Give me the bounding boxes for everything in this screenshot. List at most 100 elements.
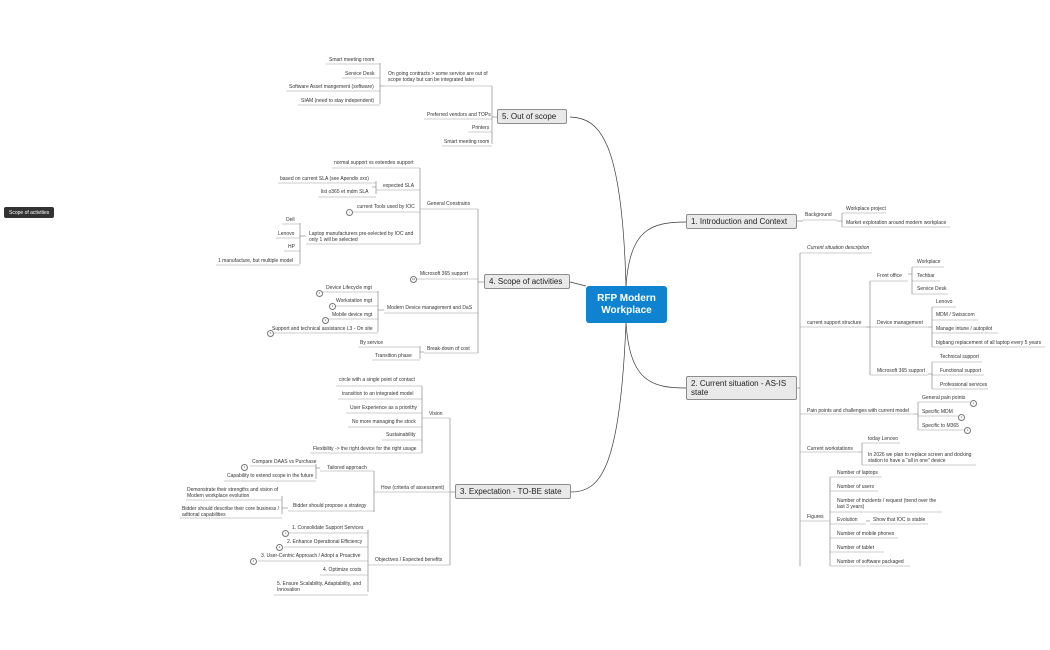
collapse-badge-pp-mdm[interactable]: 1 [958, 414, 965, 421]
subtopic-o1[interactable]: 1. Consolidate Support Services [292, 525, 364, 531]
subtopic-sam[interactable]: Software Asset mangement (software) [289, 84, 374, 90]
topic-expectation[interactable]: 3. Expectation - TO-BE state [455, 484, 571, 499]
subtopic-preferred-vendors[interactable]: Preferred vendors and TOPs [427, 112, 491, 118]
subtopic-v6[interactable]: Flexibility -> the right device for the … [313, 446, 417, 452]
subtopic-current-description[interactable]: Current situation description [807, 245, 870, 251]
subtopic-fig-incidents[interactable]: Number of incidents / request (trend ove… [837, 498, 937, 510]
topic-current-situation[interactable]: 2. Current situation - AS-IS state [686, 376, 797, 400]
collapse-badge-o1[interactable]: 1 [282, 530, 289, 537]
collapse-badge-mobile[interactable]: 2 [322, 317, 329, 324]
subtopic-support-structure[interactable]: current support structure [807, 320, 862, 326]
subtopic-fig-evolution[interactable]: Evolution [837, 517, 858, 523]
subtopic-figures[interactable]: Figures [807, 514, 824, 520]
collapse-badge-o2[interactable]: 2 [276, 544, 283, 551]
subtopic-fig-mobile[interactable]: Number of mobile phones [837, 531, 895, 537]
subtopic-pp-m365[interactable]: Specific to M365 [922, 423, 959, 429]
subtopic-workstation-mgt[interactable]: Workstation mgt [336, 298, 373, 304]
subtopic-v1[interactable]: circle with a single point of contact [339, 377, 415, 383]
subtopic-fo-workplace[interactable]: Workplace [917, 259, 941, 265]
collapse-badge-compare[interactable]: 1 [241, 464, 248, 471]
subtopic-o4[interactable]: 4. Optimize costs [323, 567, 362, 573]
subtopic-tailored[interactable]: Tailored approach [327, 465, 367, 471]
subtopic-v5[interactable]: Sustainability [386, 432, 416, 438]
collapse-badge-pp-m365[interactable]: 1 [964, 427, 971, 434]
subtopic-service-desk-out[interactable]: Service Desk [345, 71, 375, 77]
subtopic-v3[interactable]: User Experience as a priorithy [350, 405, 417, 411]
subtopic-ms365-scope[interactable]: Microsoft 365 support [420, 271, 469, 277]
subtopic-fig-users[interactable]: Number of users [837, 484, 874, 490]
subtopic-ms-functional[interactable]: Functional support [940, 368, 982, 374]
subtopic-hp[interactable]: HP [288, 244, 295, 250]
collapse-badge-ms365[interactable]: 10 [410, 276, 417, 283]
subtopic-tools[interactable]: current Tools used by IOC [357, 204, 415, 210]
subtopic-o3[interactable]: 3. User-Centric Approach / Adopt a Proac… [261, 553, 361, 559]
subtopic-pp-mdm[interactable]: Specific MDM [922, 409, 953, 415]
subtopic-device-management[interactable]: Device management [877, 320, 923, 326]
central-topic[interactable]: RFP Modern Workplace [586, 286, 667, 323]
subtopic-ongoing-contracts[interactable]: On going contracts > some service are ou… [388, 71, 488, 83]
subtopic-capability[interactable]: Capability to extend scope in the future [227, 473, 314, 479]
subtopic-lifecycle[interactable]: Device Lifecycle mgt [326, 285, 372, 291]
subtopic-market-exploration[interactable]: Market exploration around modern workpla… [846, 220, 947, 226]
subtopic-smart-room[interactable]: Smart meeting room [329, 57, 375, 63]
subtopic-o2[interactable]: 2. Enhance Operational Efficiency [287, 539, 363, 545]
subtopic-siam[interactable]: SIAM (need to stay independent) [301, 98, 375, 104]
subtopic-v4[interactable]: No more managing the stock [352, 419, 416, 425]
subtopic-sla-based[interactable]: based on current SLA (see Apendix xxx) [280, 176, 369, 182]
subtopic-demonstrate[interactable]: Demonstrate their strengths and vision o… [187, 487, 279, 499]
collapse-badge-support-l3[interactable]: 3 [267, 330, 274, 337]
subtopic-fig-tablet[interactable]: Number of tablet [837, 545, 874, 551]
subtopic-support-l3[interactable]: Support and technical assistance L3 - On… [272, 326, 373, 332]
subtopic-transition[interactable]: Transition phase [375, 353, 412, 359]
collapse-badge-workstation[interactable]: 1 [329, 303, 336, 310]
subtopic-ws-2026[interactable]: In 2026 we plan to replace screen and do… [868, 452, 972, 464]
subtopic-expected-sla[interactable]: expected SLA [383, 183, 415, 189]
collapse-badge-pp-general[interactable]: 1 [970, 400, 977, 407]
subtopic-dm-lenovo[interactable]: Lenovo [936, 299, 953, 305]
subtopic-v2[interactable]: transition to an integrated model [342, 391, 414, 397]
subtopic-fig-software[interactable]: Number of software packaged [837, 559, 904, 565]
subtopic-ms-technical[interactable]: Technical support [940, 354, 979, 360]
subtopic-dell[interactable]: Dell [286, 217, 295, 223]
subtopic-dm-mdm[interactable]: MDM / Swisscom [936, 312, 975, 318]
subtopic-printers[interactable]: Printers [472, 125, 490, 131]
subtopic-fo-techbar[interactable]: Techbar [917, 273, 935, 279]
subtopic-sla-o365[interactable]: list o365 et mdm SLA [321, 189, 369, 195]
subtopic-vision[interactable]: Vision [429, 411, 443, 417]
subtopic-normal-support[interactable]: normal support vs extendes support [334, 160, 414, 166]
subtopic-smart-room-2[interactable]: Smart meeting room [444, 139, 490, 145]
subtopic-fig-evolution-note[interactable]: Show that IOC is stable [873, 517, 926, 523]
subtopic-workplace-project[interactable]: Workplace project [846, 206, 886, 212]
subtopic-ms365-support[interactable]: Microsoft 365 support [877, 368, 926, 374]
subtopic-fo-service-desk[interactable]: Service Desk [917, 286, 947, 292]
topic-out-of-scope[interactable]: 5. Out of scope [497, 109, 567, 124]
subtopic-breakdown[interactable]: Break-down of cost [427, 346, 470, 352]
collapse-badge-lifecycle[interactable]: 2 [316, 290, 323, 297]
subtopic-compare[interactable]: Compare DAAS vs Purchase [252, 459, 317, 465]
subtopic-objectives[interactable]: Objectives / Expected benefits [375, 557, 443, 563]
subtopic-by-service[interactable]: By service [360, 340, 384, 346]
subtopic-general-constrains[interactable]: General Constrains [427, 201, 471, 207]
subtopic-bidder-strategy[interactable]: Bidder should propose a strategy [293, 503, 367, 509]
subtopic-mobile-mgt[interactable]: Mobile device mgt [332, 312, 373, 318]
topic-scope[interactable]: 4. Scope of activities [484, 274, 570, 289]
subtopic-laptop-manufacturers[interactable]: Laptop manufacturers pre-selected by IOC… [309, 231, 414, 243]
subtopic-fig-laptops[interactable]: Number of laptops [837, 470, 878, 476]
subtopic-o5[interactable]: 5. Ensure Scalability, Adaptability, and… [277, 581, 362, 593]
subtopic-how[interactable]: How (criteria of assessment) [381, 485, 445, 491]
subtopic-describe[interactable]: Bidder should describe their core busine… [182, 506, 279, 518]
subtopic-dm-intune[interactable]: Manage intune / autopilot [936, 326, 993, 332]
subtopic-pain-points[interactable]: Pain points and challenges with current … [807, 408, 910, 414]
subtopic-background[interactable]: Background [805, 212, 832, 218]
subtopic-ws-today[interactable]: today Lenovo [868, 436, 899, 442]
collapse-badge-tools[interactable]: + [346, 209, 353, 216]
topic-introduction[interactable]: 1. Introduction and Context [686, 214, 797, 229]
subtopic-lenovo[interactable]: Lenovo [278, 231, 295, 237]
collapse-badge-o3[interactable]: 1 [250, 558, 257, 565]
subtopic-dm-bigbang[interactable]: bigbang replacement of all laptop every … [936, 340, 1042, 346]
floating-topic[interactable]: Scope of activities [4, 207, 55, 218]
subtopic-ms-professional[interactable]: Professional services [940, 382, 988, 388]
subtopic-modern-device[interactable]: Modern Device management and DaS [387, 305, 473, 311]
subtopic-one-manufacture[interactable]: 1 manufacture, but multiple model [218, 258, 294, 264]
subtopic-pp-general[interactable]: General pain points [922, 395, 966, 401]
